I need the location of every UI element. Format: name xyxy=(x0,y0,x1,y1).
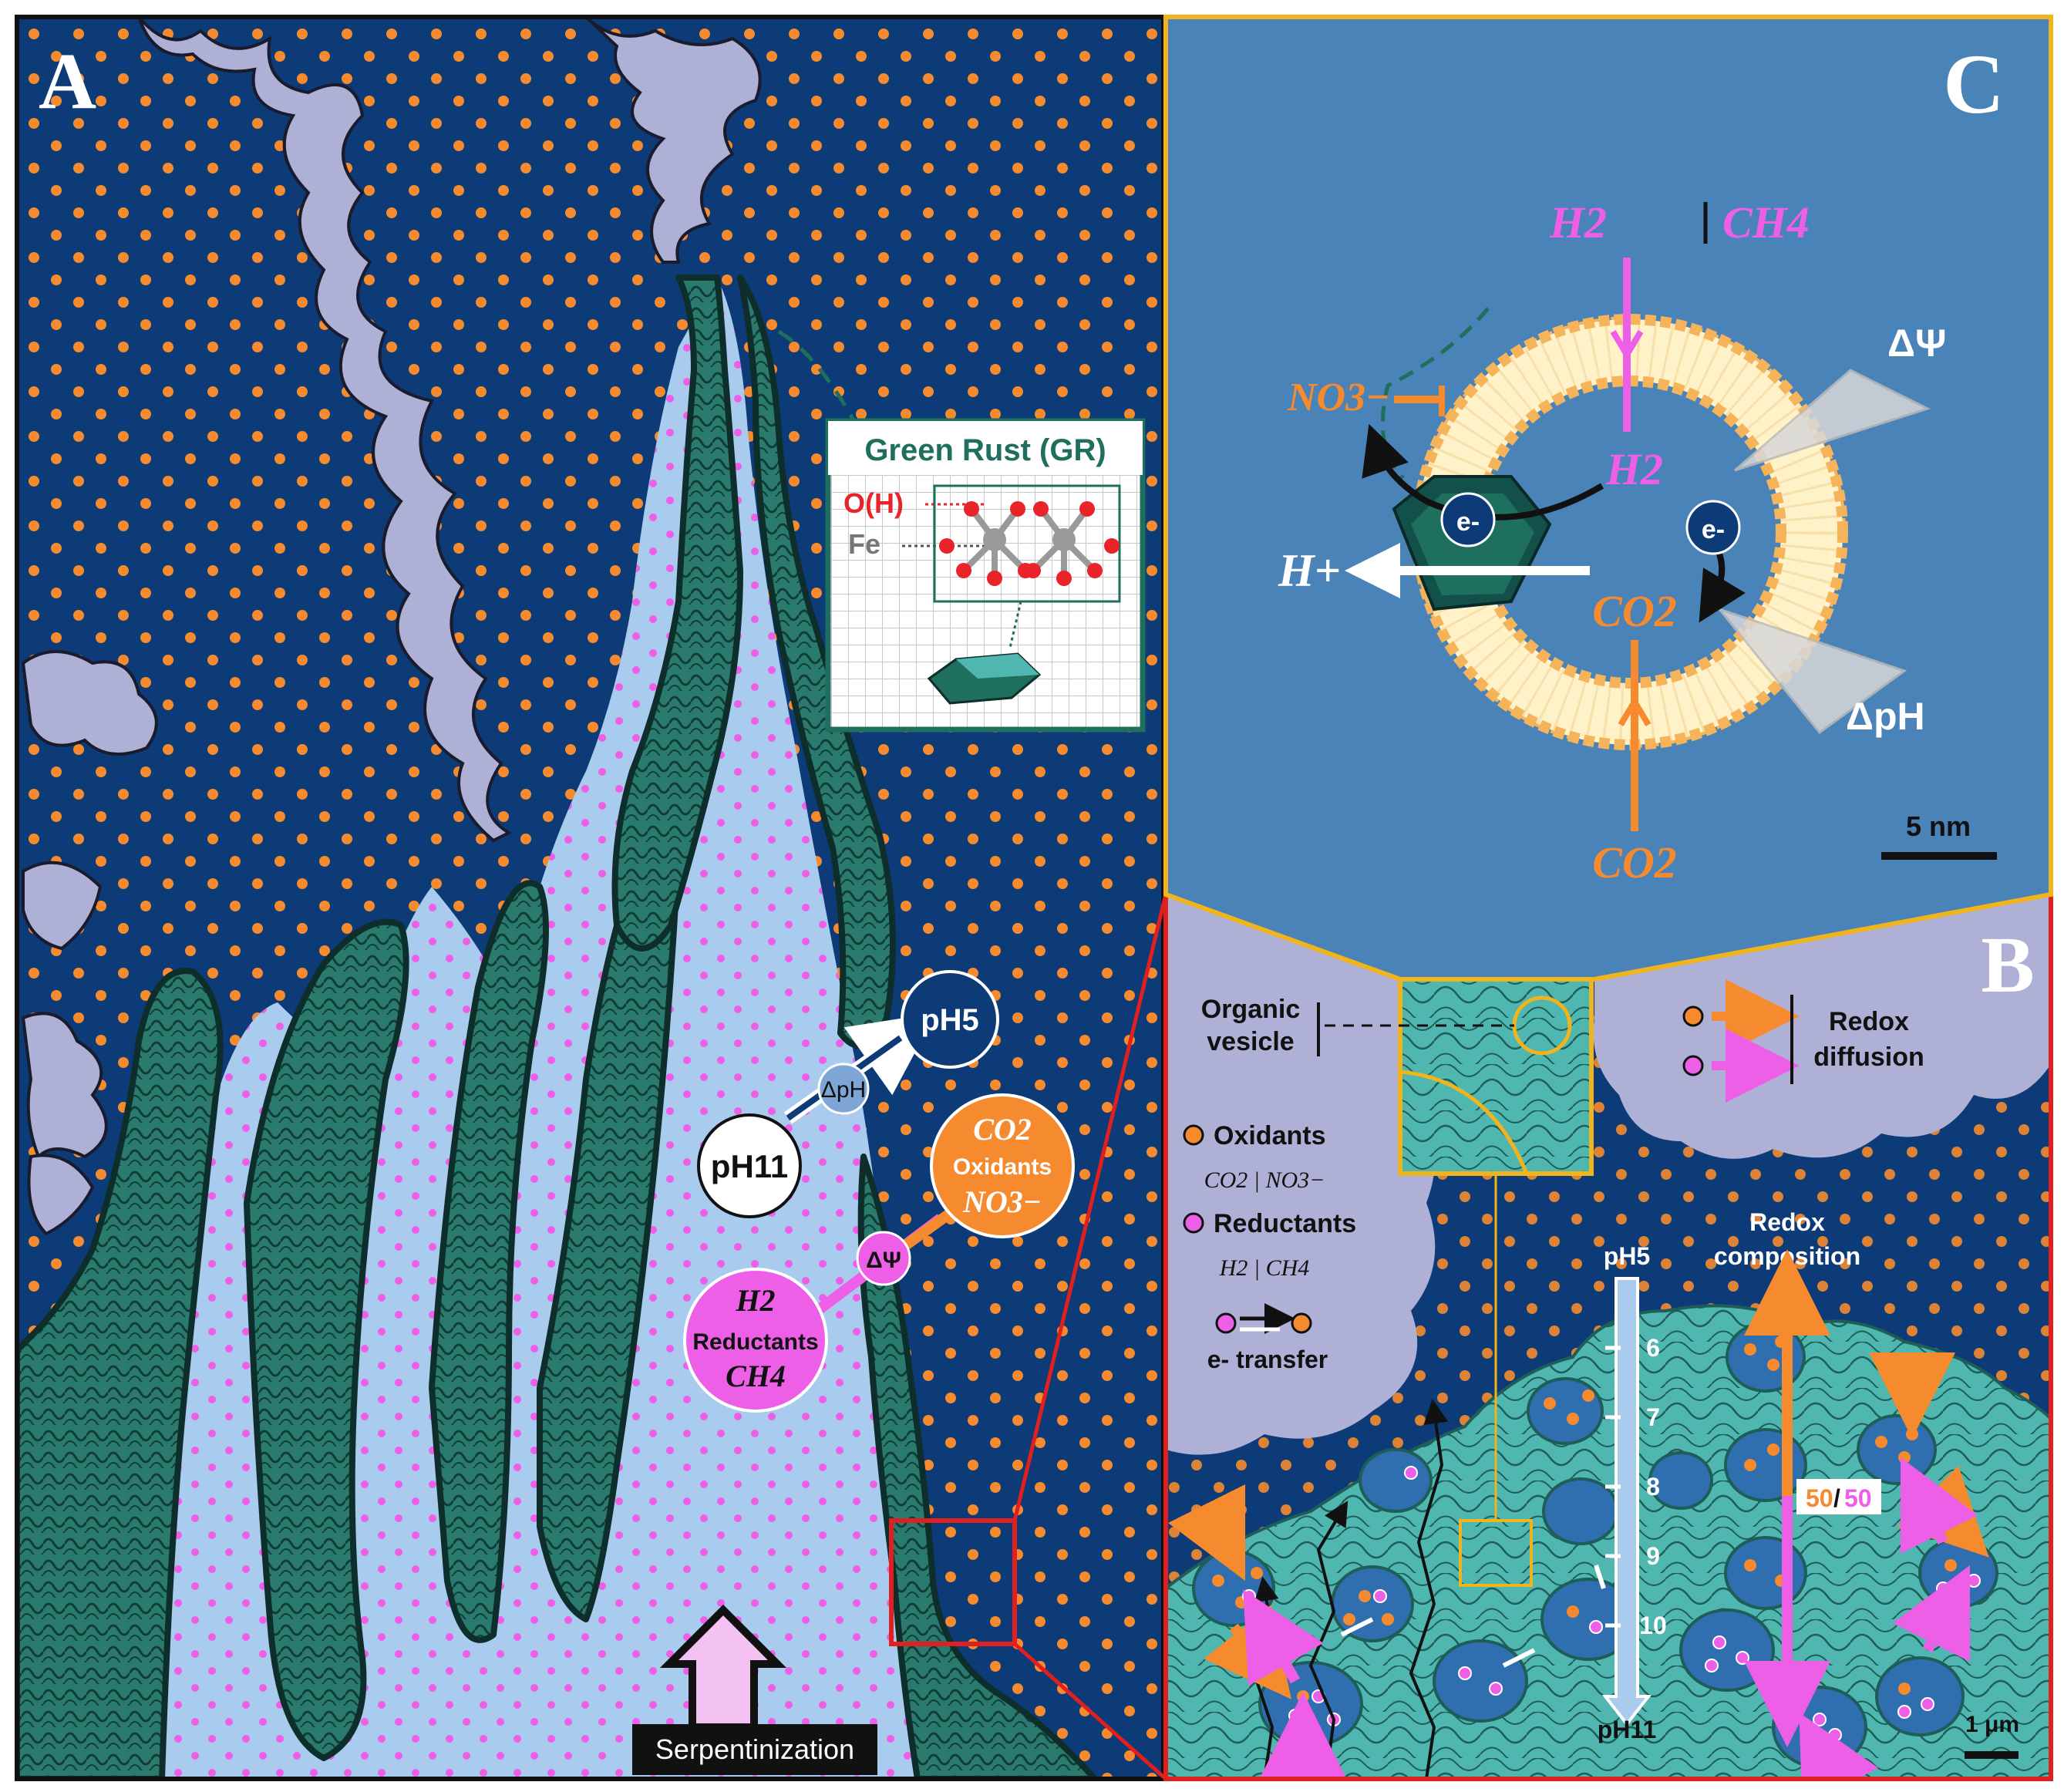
bottom-co2-label: CO2 xyxy=(1592,837,1677,888)
electron-transfer-arrows xyxy=(1340,1565,1606,1668)
serpentinization-arrow: Serpentinization xyxy=(632,1604,877,1775)
gr-title: Green Rust (GR) xyxy=(864,433,1106,467)
vesicle-cloud-left xyxy=(1166,887,1436,1455)
gr-leader-line xyxy=(777,329,858,426)
inner-h2-label: H2 xyxy=(1605,444,1663,494)
redox-diffusion-legend: Redox diffusion xyxy=(1682,979,1924,1103)
oxidant-label: Oxidants xyxy=(953,1154,1052,1180)
oxidant-co2-label: CO2 xyxy=(973,1112,1032,1147)
reductant-label: Reductants xyxy=(692,1329,818,1355)
vesicle-arc xyxy=(1399,1069,1529,1174)
oxidants-formula: CO2 | NO3− xyxy=(1204,1167,1325,1193)
electron-label-left: e- xyxy=(1456,507,1480,537)
ph-tick-label: 6 xyxy=(1646,1334,1660,1362)
ph-tick-label: 8 xyxy=(1646,1473,1660,1501)
top-ch4-label: CH4 xyxy=(1722,197,1810,248)
zoom-box-b xyxy=(889,1518,1017,1646)
reductant-ch4-label: CH4 xyxy=(726,1359,786,1393)
zoom-line-top xyxy=(1012,894,1168,1521)
panel-a: Green Rust (GR) O(H) Fe xyxy=(17,17,1163,1779)
tissue-mass xyxy=(1166,1304,2051,1779)
delta-psi-label-c: ΔΨ xyxy=(1887,322,1946,365)
diffusion-label: diffusion xyxy=(1813,1043,1924,1072)
panel-c-letter: C xyxy=(1943,37,2004,131)
gr-molecule xyxy=(939,501,1120,586)
delta-psi-label-a: ΔΨ xyxy=(866,1248,901,1273)
h-plus-label: H+ xyxy=(1278,545,1341,596)
no3-label: NO3− xyxy=(1287,376,1390,419)
top-h2-label: H2 xyxy=(1549,197,1607,248)
electron-label-right: e- xyxy=(1702,515,1725,544)
ph11-label-a: pH11 xyxy=(711,1148,788,1184)
scale-label-b: 1 μm xyxy=(1965,1712,2019,1737)
serpentinization-label: Serpentinization xyxy=(655,1733,854,1765)
ph-tick-label: 9 xyxy=(1646,1542,1660,1570)
delta-ph-wedge xyxy=(1716,606,1907,735)
redox-label: Redox xyxy=(1829,1007,1909,1036)
panel-a-letter: A xyxy=(39,37,96,126)
e-transfer-label: e- transfer xyxy=(1207,1346,1328,1373)
zoom-line-bottom xyxy=(1013,1642,1167,1780)
ph11-label-b: pH11 xyxy=(1598,1716,1656,1743)
oxidants-legend-label: Oxidants xyxy=(1214,1121,1325,1150)
redox-composition-label-1: Redox xyxy=(1749,1208,1825,1236)
reductants-legend-label: Reductants xyxy=(1214,1209,1356,1238)
redox-gradient: ΔΨ CO2 Oxidants NO3− H2 Reductants CH4 xyxy=(683,1093,1075,1413)
reductant-h2-label: H2 xyxy=(735,1283,775,1318)
panel-b-letter: B xyxy=(1981,921,2034,1009)
inner-co2-label: CO2 xyxy=(1592,586,1677,636)
ph-tick-label: 10 xyxy=(1639,1612,1667,1639)
ph-axis: pH5 6 7 8 9 10 pH11 xyxy=(1598,1242,1667,1743)
ph5-label-a: pH5 xyxy=(921,1003,979,1037)
reductants-formula: H2 | CH4 xyxy=(1219,1255,1310,1281)
panel-b-frame xyxy=(1163,893,2053,1781)
gr-crystal xyxy=(927,652,1042,705)
precipitate-plumes xyxy=(21,17,762,1236)
gr-oh-label: O(H) xyxy=(843,487,904,519)
oxidant-no3-label: NO3− xyxy=(962,1184,1042,1219)
ratio-reductant: 50 xyxy=(1844,1484,1872,1512)
ratio-sep: / xyxy=(1833,1484,1840,1512)
panel-c: ΔΨ ΔpH H2 CH4 NO3− e- e- H+ H2 CO2 xyxy=(1166,17,2051,979)
redox-composition-axis: Redox composition 50 / 50 xyxy=(1714,1208,1881,1747)
inset-target xyxy=(1459,1519,1533,1587)
panel-c-frame xyxy=(1163,15,2053,982)
redox-composition-label-2: composition xyxy=(1714,1242,1860,1270)
ratio-oxidant: 50 xyxy=(1806,1484,1833,1512)
redox-species-legend: Oxidants CO2 | NO3− Reductants H2 | CH4 … xyxy=(1183,1121,1356,1373)
delta-psi-wedge xyxy=(1734,369,1931,472)
gr-fe-label: Fe xyxy=(848,528,880,560)
delta-ph-label-a: ΔpH xyxy=(821,1077,866,1103)
diffusion-arrows xyxy=(1167,1352,1989,1779)
vesicle-label: vesicle xyxy=(1207,1027,1294,1056)
organic-label: Organic xyxy=(1201,995,1300,1024)
ph5-label-b: pH5 xyxy=(1604,1242,1650,1270)
ph-gradient: ΔpH pH11 pH5 xyxy=(697,970,999,1218)
chimney-walls xyxy=(17,275,1098,1779)
panel-b: Organic vesicle Redox diffusion Oxidants… xyxy=(1166,887,2051,1779)
delta-ph-label-c: ΔpH xyxy=(1846,695,1925,738)
green-rust-inset: Green Rust (GR) O(H) Fe xyxy=(825,418,1146,733)
scale-label-c: 5 nm xyxy=(1906,810,1971,842)
ph-tick-label: 7 xyxy=(1646,1403,1660,1431)
